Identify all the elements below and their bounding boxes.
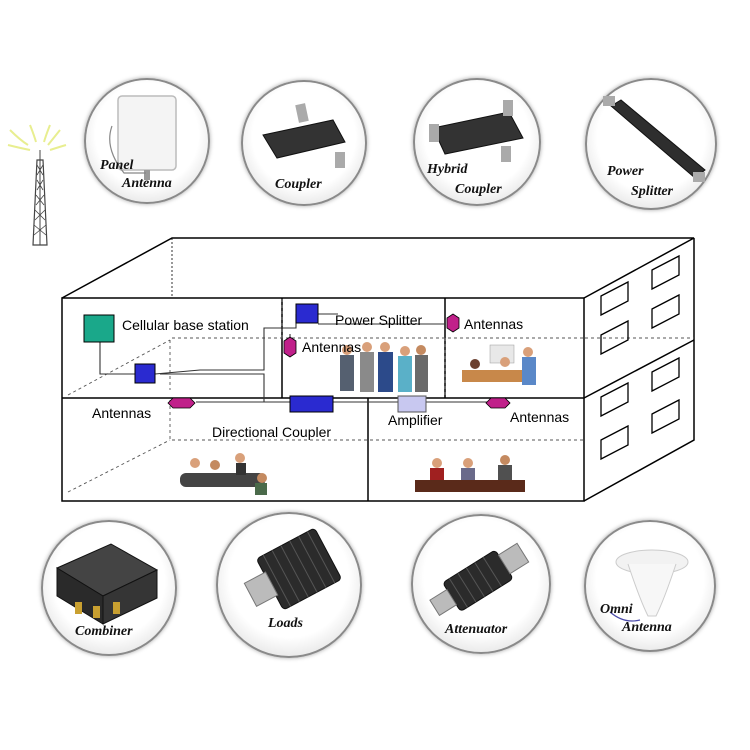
hybrid-coupler-label-2: Coupler [455, 182, 502, 198]
product-circle-power-splitter: Power Splitter [585, 78, 717, 210]
antennas-label-lower-left: Antennas [92, 405, 151, 421]
combiner-label: Combiner [75, 624, 133, 640]
directional-coupler-label: Directional Coupler [212, 424, 331, 440]
product-circle-coupler: Coupler [241, 80, 367, 206]
loads-icon [216, 512, 362, 658]
hybrid-coupler-label-1: Hybrid [427, 162, 467, 178]
antennas-label-lower-right: Antennas [510, 409, 569, 425]
base-station-box [84, 315, 114, 342]
omni-antenna-label-2: Antenna [622, 620, 672, 636]
product-circle-attenuator: Attenuator [411, 514, 551, 654]
people-group-desk [415, 455, 525, 492]
loads-label: Loads [268, 616, 303, 632]
antennas-label-upper-mid: Antennas [302, 339, 361, 355]
amplifier-box [398, 396, 426, 412]
product-circle-hybrid-coupler: Hybrid Coupler [413, 78, 541, 206]
antenna-marker-upper-mid [284, 337, 296, 357]
product-circle-combiner: Combiner [41, 520, 177, 656]
side-windows [601, 256, 679, 459]
attenuator-label: Attenuator [445, 622, 507, 638]
product-circle-loads: Loads [216, 512, 362, 658]
coupler-label: Coupler [275, 177, 322, 193]
people-group-meeting [180, 453, 267, 495]
product-circle-omni-antenna: Omni Antenna [584, 520, 716, 652]
antennas-label-upper-right: Antennas [464, 316, 523, 332]
amplifier-label: Amplifier [388, 412, 443, 428]
splitter-box-lower [135, 364, 155, 383]
people-group-presentation [462, 345, 536, 385]
antenna-marker-lower-right [486, 398, 510, 408]
directional-coupler-box [290, 396, 333, 412]
power-splitter-product-label-1: Power [607, 164, 644, 180]
antenna-marker-upper-right [447, 314, 459, 332]
product-circle-panel-antenna: Panel Antenna [84, 78, 210, 204]
panel-antenna-label-1: Panel [100, 158, 133, 174]
power-splitter-product-label-2: Splitter [631, 184, 673, 200]
power-splitter-label: Power Splitter [335, 312, 422, 328]
omni-antenna-label-1: Omni [600, 602, 633, 618]
base-station-label: Cellular base station [122, 317, 249, 333]
cell-tower-icon [8, 125, 66, 245]
panel-antenna-label-2: Antenna [122, 176, 172, 192]
power-splitter-box [296, 304, 318, 323]
antenna-marker-lower-left [168, 398, 195, 408]
